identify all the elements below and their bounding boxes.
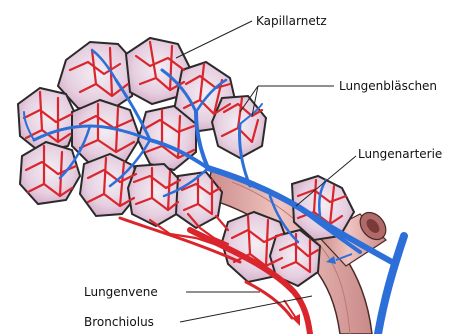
label-lungenarterie: Lungenarterie: [358, 147, 442, 161]
alveolus: [20, 142, 80, 204]
label-lungenblaeschen: Lungenbläschen: [339, 79, 437, 93]
alveoli-cluster: [18, 38, 354, 286]
label-bronchiolus: Bronchiolus: [84, 315, 154, 329]
label-lungenvene: Lungenvene: [84, 285, 158, 299]
label-kapillarnetz: Kapillarnetz: [256, 14, 327, 28]
leader-kapillarnetz: [176, 21, 252, 58]
arrow-down-icon: [292, 314, 300, 326]
